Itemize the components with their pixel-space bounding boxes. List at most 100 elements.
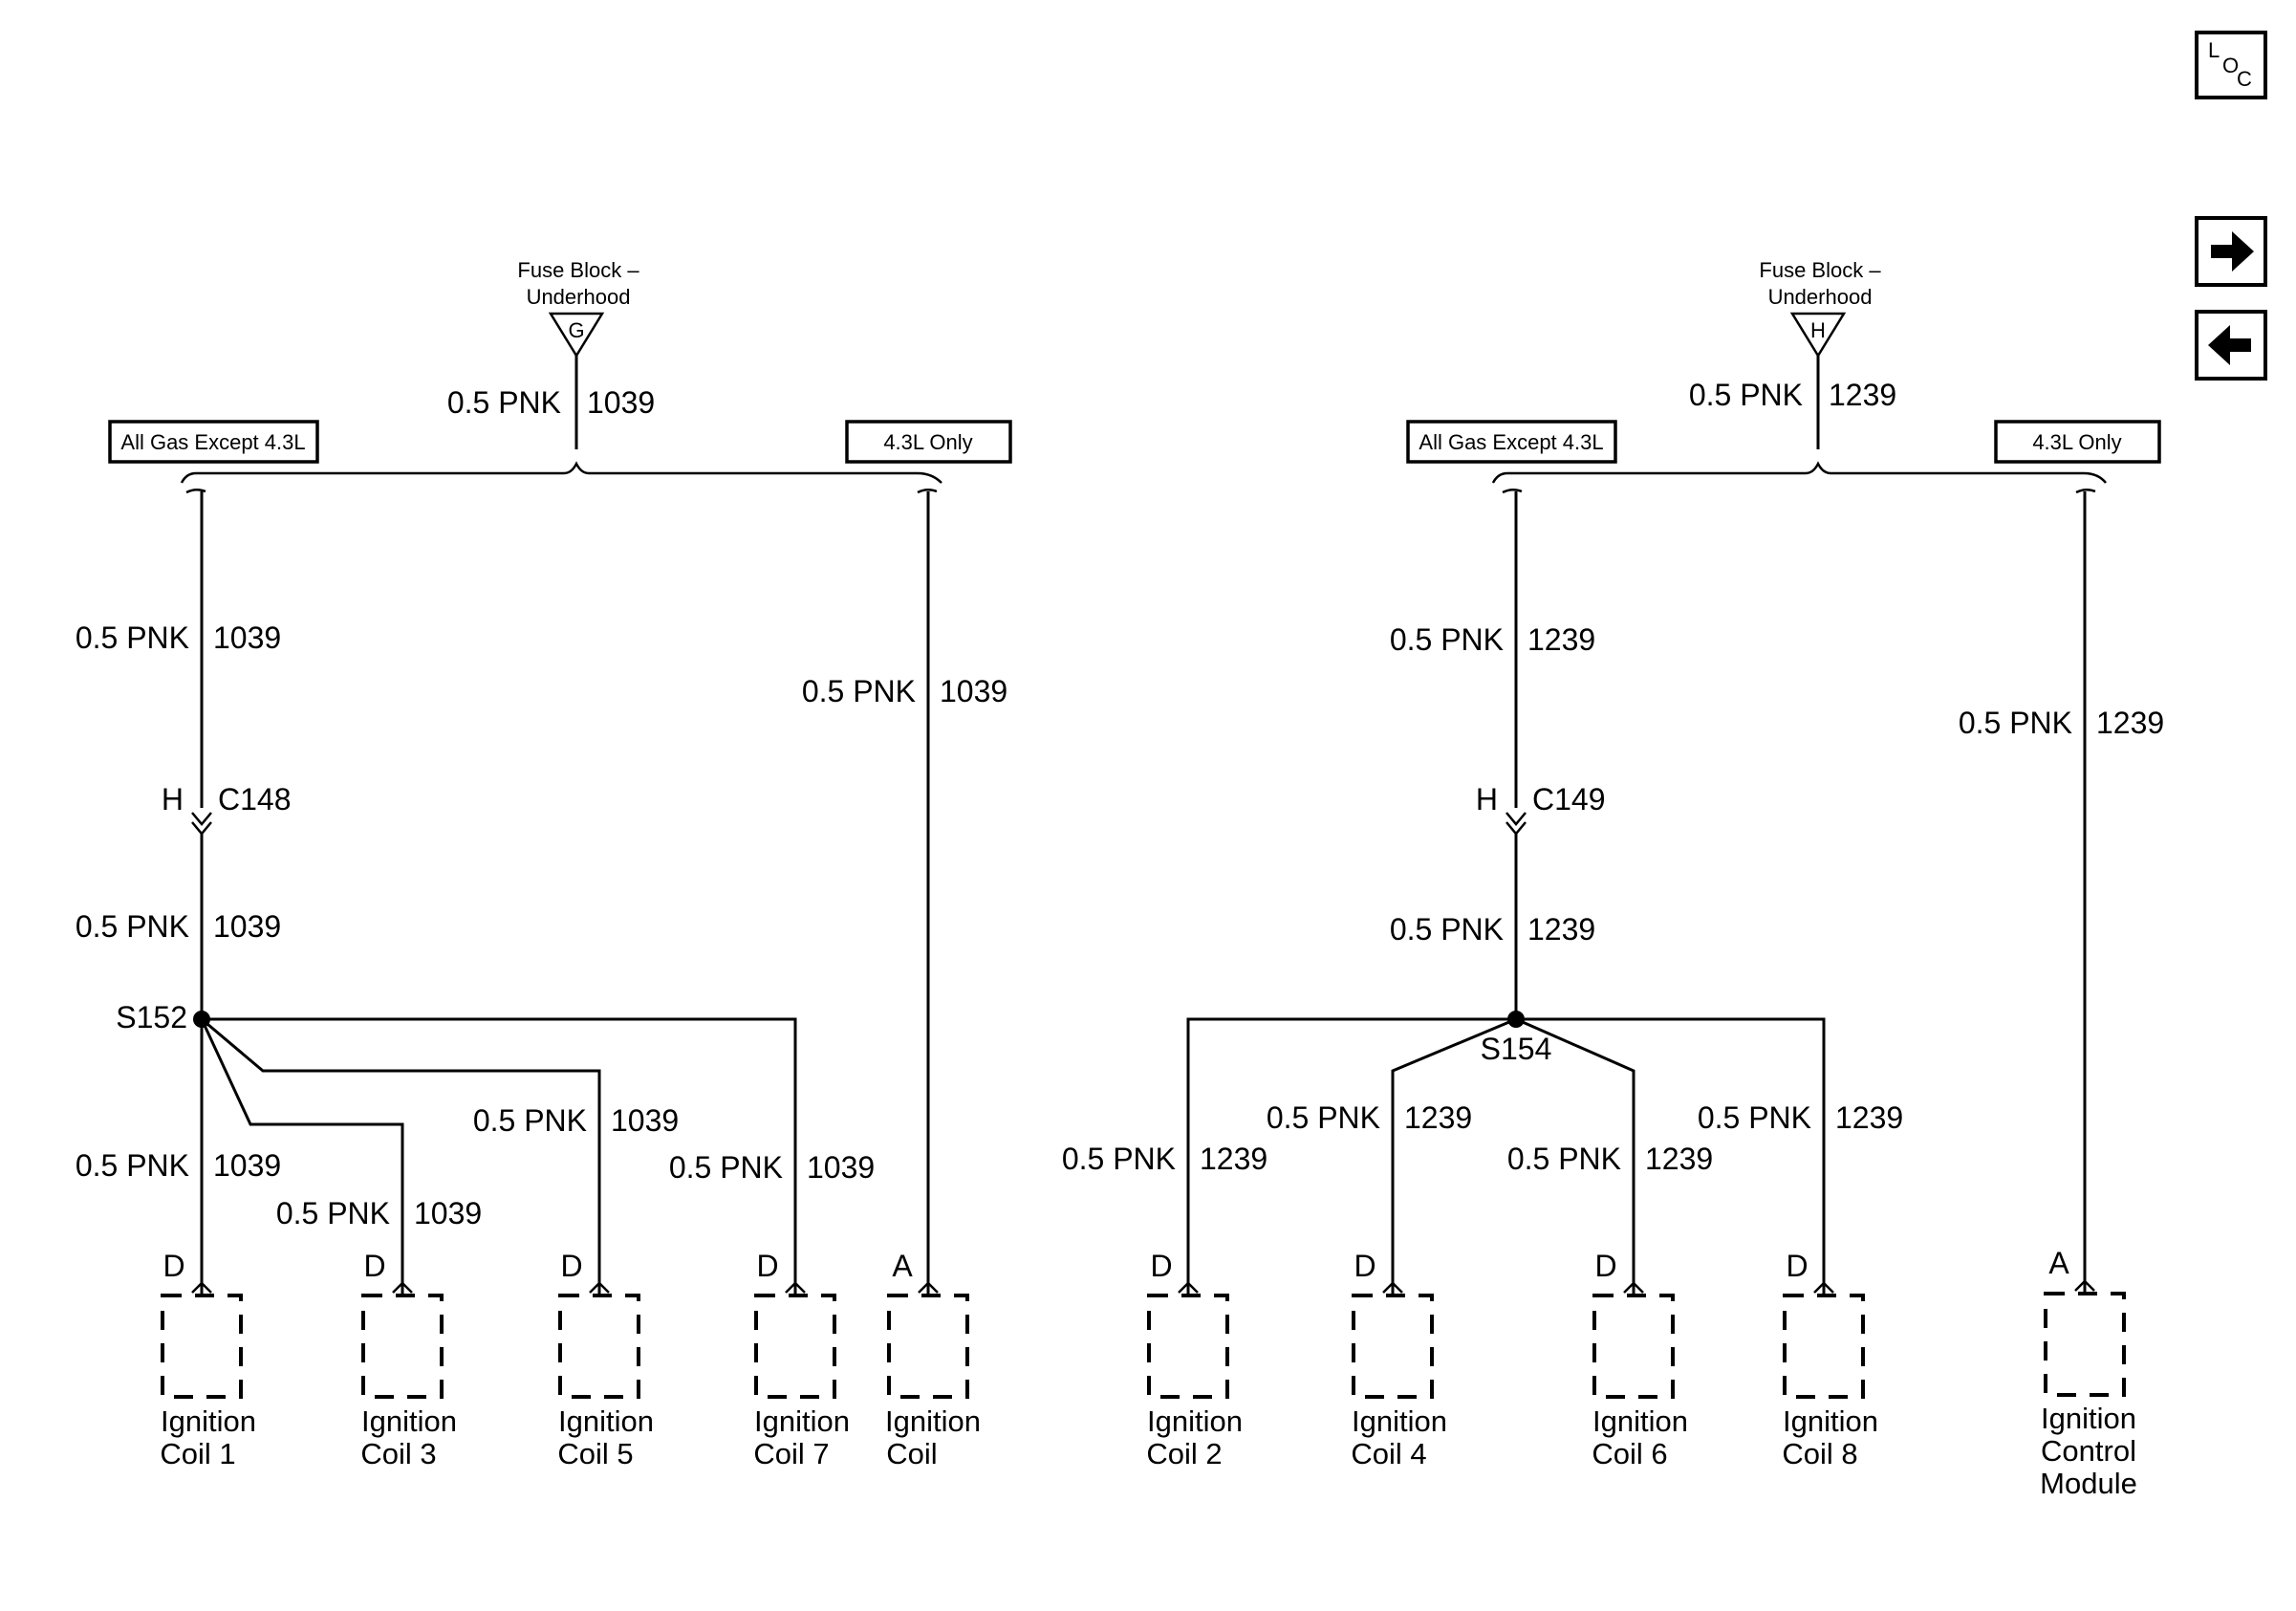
left-option-box-a xyxy=(108,420,319,464)
ignition-coil-6: D Ignition Coil 6 xyxy=(1592,1249,1688,1470)
coil4-circuit: 1239 xyxy=(1404,1100,1472,1135)
left-fuse-label-2: Underhood xyxy=(527,285,631,309)
coil7-wire: 0.5 PNK xyxy=(669,1150,783,1185)
coil6-line2: Coil 6 xyxy=(1592,1437,1667,1470)
icm-line1: Ignition xyxy=(2041,1402,2136,1435)
left-connector-icon xyxy=(191,812,212,836)
coil-single-line2: Coil xyxy=(886,1437,937,1470)
right-circuit: Fuse Block – Underhood H 0.5 PNK 1239 Al… xyxy=(1062,258,2164,1500)
coil2-line2: Coil 2 xyxy=(1146,1437,1222,1470)
coil8-pin: D xyxy=(1786,1249,1808,1283)
coil4-pin: D xyxy=(1354,1249,1375,1283)
ignition-coil-4: D Ignition Coil 4 xyxy=(1351,1249,1447,1470)
right-circuit-a: 1239 xyxy=(1527,622,1595,657)
coil5-pin: D xyxy=(560,1249,582,1283)
right-option-a: All Gas Except 4.3L xyxy=(1419,430,1603,454)
icm-line2: Control xyxy=(2041,1434,2136,1468)
left-feed-circuit: 1039 xyxy=(587,385,655,420)
left-wire-a: 0.5 PNK xyxy=(76,620,189,655)
right-option-box-b xyxy=(1994,420,2161,464)
coil4-wire: 0.5 PNK xyxy=(1267,1100,1380,1135)
coil4-line2: Coil 4 xyxy=(1351,1437,1426,1470)
right-feed-wire: 0.5 PNK xyxy=(1689,378,1803,412)
coil3-line2: Coil 3 xyxy=(360,1437,436,1470)
coil7-line2: Coil 7 xyxy=(753,1437,829,1470)
coil2-wire: 0.5 PNK xyxy=(1062,1142,1176,1176)
coil3-line1: Ignition xyxy=(361,1404,457,1438)
right-splice: S154 xyxy=(1481,1032,1552,1066)
left-circuit-c: 1039 xyxy=(213,909,281,944)
left-conn-pin: H xyxy=(162,782,184,816)
left-circuit-b: 1039 xyxy=(940,674,1007,708)
coil3-circuit: 1039 xyxy=(414,1196,482,1230)
right-circuit-c: 1239 xyxy=(1527,912,1595,947)
left-fuse-terminal-icon xyxy=(548,312,605,359)
left-feed-wire: 0.5 PNK xyxy=(447,385,561,420)
coil1-wire: 0.5 PNK xyxy=(76,1148,189,1183)
coil2-pin: D xyxy=(1150,1249,1172,1283)
left-wire-b: 0.5 PNK xyxy=(802,674,916,708)
coil1-pin: D xyxy=(162,1249,184,1283)
arrow-left-icon xyxy=(2208,325,2251,365)
ignition-coil-5: D Ignition Coil 5 xyxy=(557,1249,654,1470)
coil2-line1: Ignition xyxy=(1147,1404,1243,1438)
coil7-circuit: 1039 xyxy=(807,1150,875,1185)
forward-button[interactable] xyxy=(2195,216,2267,287)
coil7-line1: Ignition xyxy=(754,1404,850,1438)
loc-button[interactable]: L O C xyxy=(2195,31,2267,99)
loc-c: C xyxy=(2237,67,2252,91)
ignition-coil-7: D Ignition Coil 7 xyxy=(753,1249,850,1470)
coil3-pin: D xyxy=(363,1249,385,1283)
left-option-b: 4.3L Only xyxy=(883,430,972,454)
icm-line3: Module xyxy=(2040,1467,2137,1500)
ignition-coil-single: A Ignition Coil xyxy=(885,1249,981,1470)
left-conn-id: C148 xyxy=(218,782,292,816)
loc-o: O xyxy=(2222,54,2239,77)
back-button[interactable] xyxy=(2195,310,2267,381)
right-option-box-a xyxy=(1406,420,1617,464)
coil7-pin: D xyxy=(756,1249,778,1283)
coil-single-line1: Ignition xyxy=(885,1404,981,1438)
left-fuse-pin: G xyxy=(568,318,584,342)
right-connector-icon xyxy=(1505,812,1527,836)
ignition-control-module: A Ignition Control Module xyxy=(2040,1246,2137,1500)
coil1-line2: Coil 1 xyxy=(160,1437,235,1470)
right-conn-pin: H xyxy=(1476,782,1498,816)
coil1-line1: Ignition xyxy=(161,1404,256,1438)
right-option-b: 4.3L Only xyxy=(2032,430,2121,454)
icm-pin: A xyxy=(2048,1246,2069,1280)
right-fuse-pin: H xyxy=(1810,318,1826,342)
coil1-circuit: 1039 xyxy=(213,1148,281,1183)
left-option-a: All Gas Except 4.3L xyxy=(120,430,305,454)
coil6-wire: 0.5 PNK xyxy=(1507,1142,1621,1176)
coil6-pin: D xyxy=(1594,1249,1616,1283)
left-option-box-b xyxy=(845,420,1012,464)
coil-single-pin: A xyxy=(892,1249,913,1283)
coil8-line2: Coil 8 xyxy=(1782,1437,1857,1470)
coil5-wire: 0.5 PNK xyxy=(473,1103,587,1138)
coil2-circuit: 1239 xyxy=(1200,1142,1267,1176)
left-circuit: Fuse Block – Underhood G 0.5 PNK 1039 Al… xyxy=(76,258,1012,1470)
ignition-coil-3: D Ignition Coil 3 xyxy=(360,1249,457,1470)
coil4-line1: Ignition xyxy=(1352,1404,1447,1438)
coil8-wire: 0.5 PNK xyxy=(1698,1100,1811,1135)
ignition-coil-1: D Ignition Coil 1 xyxy=(160,1249,256,1470)
right-wire-a: 0.5 PNK xyxy=(1390,622,1504,657)
coil6-line1: Ignition xyxy=(1592,1404,1688,1438)
coil8-circuit: 1239 xyxy=(1835,1100,1903,1135)
left-circuit-a: 1039 xyxy=(213,620,281,655)
coil5-line2: Coil 5 xyxy=(557,1437,633,1470)
left-splice: S152 xyxy=(116,1000,187,1034)
right-wire-c: 0.5 PNK xyxy=(1390,912,1504,947)
left-fuse-label-1: Fuse Block – xyxy=(517,258,639,282)
right-fuse-terminal-icon xyxy=(1789,312,1847,359)
right-feed-circuit: 1239 xyxy=(1829,378,1896,412)
loc-l: L xyxy=(2208,38,2220,62)
coil5-line1: Ignition xyxy=(558,1404,654,1438)
coil8-line1: Ignition xyxy=(1783,1404,1878,1438)
left-wire-c: 0.5 PNK xyxy=(76,909,189,944)
right-conn-id: C149 xyxy=(1532,782,1606,816)
coil5-circuit: 1039 xyxy=(611,1103,679,1138)
right-circuit-b: 1239 xyxy=(2096,706,2164,740)
